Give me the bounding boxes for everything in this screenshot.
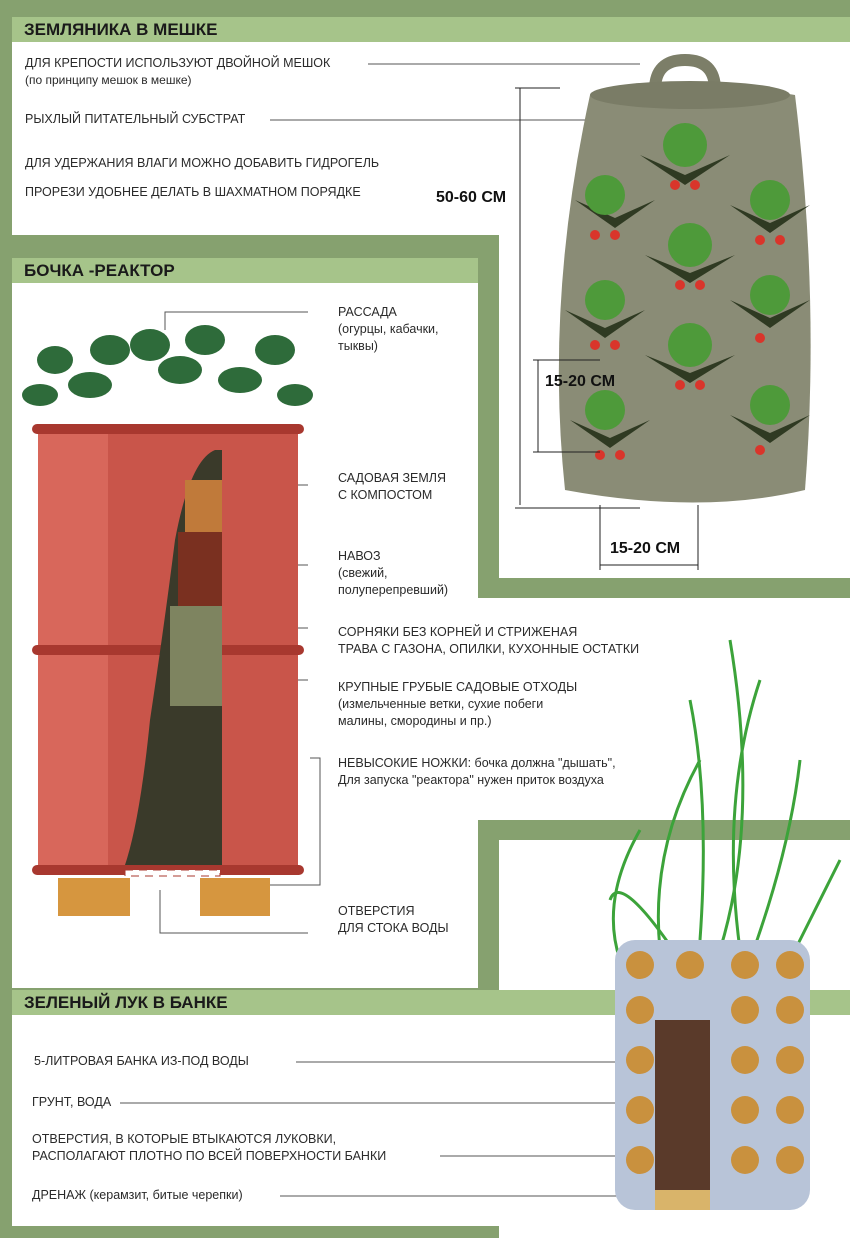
strawberry-note-hydrogel: ДЛЯ УДЕРЖАНИЯ ВЛАГИ МОЖНО ДОБАВИТЬ ГИДРО… xyxy=(25,156,380,170)
note-line: (измельченные ветки, сухие побеги xyxy=(338,697,544,711)
note-line: С КОМПОСТОМ xyxy=(338,488,433,502)
onion-note-soil-water: ГРУНТ, ВОДА xyxy=(32,1095,112,1109)
barrel-note-coarse-waste: КРУПНЫЕ ГРУБЫЕ САДОВЫЕ ОТХОДЫ (измельченн… xyxy=(338,679,577,730)
barrel-note-seedlings: РАССАДА (огурцы, кабачки, тыквы) xyxy=(338,304,439,355)
note-line: Для запуска "реактора" нужен приток возд… xyxy=(338,773,604,787)
dim-horizontal-gap: 15-20 СМ xyxy=(610,540,681,557)
note-line: САДОВАЯ ЗЕМЛЯ xyxy=(338,471,446,485)
barrel-illustration xyxy=(22,325,313,916)
barrel-note-legs: НЕВЫСОКИЕ НОЖКИ: бочка должна "дышать", Д… xyxy=(338,755,616,789)
onion-note-drainage: ДРЕНАЖ (керамзит, битые черепки) xyxy=(32,1188,243,1202)
note-line: ДЛЯ КРЕПОСТИ ИСПОЛЬЗУЮТ ДВОЙНОЙ МЕШОК xyxy=(25,56,331,70)
dim-vertical-gap: 15-20 СМ xyxy=(545,373,616,390)
barrel-note-weeds: СОРНЯКИ БЕЗ КОРНЕЙ И СТРИЖЕНАЯ ТРАВА С ГА… xyxy=(338,624,639,658)
strawberry-note-double-bag: ДЛЯ КРЕПОСТИ ИСПОЛЬЗУЮТ ДВОЙНОЙ МЕШОК (по… xyxy=(25,55,330,89)
note-line: СОРНЯКИ БЕЗ КОРНЕЙ И СТРИЖЕНАЯ xyxy=(338,625,578,639)
note-line: полуперепревший) xyxy=(338,583,449,597)
note-line: НАВОЗ xyxy=(338,549,381,563)
note-line: РАССАДА xyxy=(338,305,397,319)
note-line: НЕВЫСОКИЕ НОЖКИ: бочка должна "дышать", xyxy=(338,756,616,770)
note-line: ТРАВА С ГАЗОНА, ОПИЛКИ, КУХОННЫЕ ОСТАТКИ xyxy=(338,642,640,656)
note-line: малины, смородины и пр.) xyxy=(338,714,492,728)
note-line: (свежий, xyxy=(338,566,388,580)
strawberry-title: ЗЕМЛЯНИКА В МЕШКЕ xyxy=(12,17,850,42)
note-line: (по принципу мешок в мешке) xyxy=(25,73,192,87)
strawberry-note-substrate: РЫХЛЫЙ ПИТАТЕЛЬНЫЙ СУБСТРАТ xyxy=(25,112,246,126)
barrel-title: БОЧКА -РЕАКТОР xyxy=(12,258,478,283)
note-line: (огурцы, кабачки, xyxy=(338,322,439,336)
note-line: ОТВЕРСТИЯ xyxy=(338,904,415,918)
note-line: РАСПОЛАГАЮТ ПЛОТНО ПО ВСЕЙ ПОВЕРХНОСТИ Б… xyxy=(32,1149,387,1163)
barrel-note-manure: НАВОЗ (свежий, полуперепревший) xyxy=(338,548,448,599)
dim-height: 50-60 СМ xyxy=(436,189,507,206)
onion-jar-illustration xyxy=(608,639,842,1210)
barrel-note-soil: САДОВАЯ ЗЕМЛЯ С КОМПОСТОМ xyxy=(338,470,446,504)
note-line: ОТВЕРСТИЯ, В КОТОРЫЕ ВТЫКАЮТСЯ ЛУКОВКИ, xyxy=(32,1132,337,1146)
barrel-note-drain-holes: ОТВЕРСТИЯ ДЛЯ СТОКА ВОДЫ xyxy=(338,903,449,937)
strawberry-bag-illustration xyxy=(515,53,811,570)
note-line: КРУПНЫЕ ГРУБЫЕ САДОВЫЕ ОТХОДЫ xyxy=(338,680,578,694)
onion-note-holes: ОТВЕРСТИЯ, В КОТОРЫЕ ВТЫКАЮТСЯ ЛУКОВКИ, Р… xyxy=(32,1131,386,1165)
note-line: тыквы) xyxy=(338,339,378,353)
strawberry-note-checkerboard: ПРОРЕЗИ УДОБНЕЕ ДЕЛАТЬ В ШАХМАТНОМ ПОРЯД… xyxy=(25,185,361,199)
onion-note-jar: 5-ЛИТРОВАЯ БАНКА ИЗ-ПОД ВОДЫ xyxy=(34,1054,249,1068)
note-line: ДЛЯ СТОКА ВОДЫ xyxy=(338,921,449,935)
